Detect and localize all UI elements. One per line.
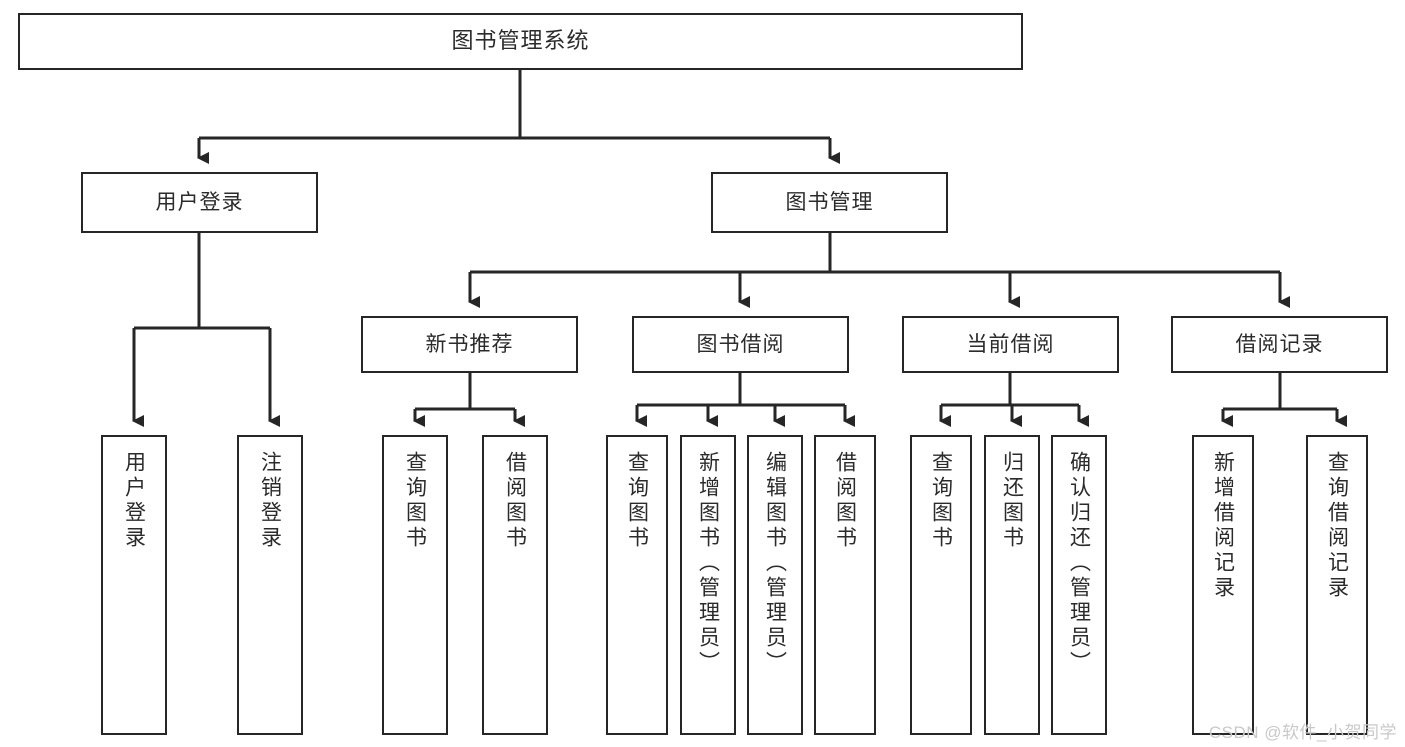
- node-borrow-record[interactable]: 借阅记录: [1171, 316, 1388, 373]
- node-leaf-query-record[interactable]: 查询借阅记录: [1306, 435, 1368, 735]
- node-current-borrow[interactable]: 当前借阅: [902, 316, 1119, 373]
- node-leaf-query-book-rec-label: 查询图书: [403, 451, 427, 551]
- node-leaf-borrow-book-label: 借阅图书: [833, 451, 857, 551]
- node-leaf-edit-book-label: 编辑图书（管理员）: [763, 451, 787, 676]
- node-leaf-confirm-return-label: 确认归还（管理员）: [1067, 451, 1091, 676]
- node-current-borrow-label: 当前借阅: [966, 332, 1055, 356]
- node-root[interactable]: 图书管理系统: [18, 13, 1023, 70]
- node-leaf-user-logout-label: 注销登录: [258, 451, 282, 551]
- node-book-manage[interactable]: 图书管理: [711, 172, 948, 233]
- node-leaf-add-record[interactable]: 新增借阅记录: [1192, 435, 1254, 735]
- node-leaf-confirm-return[interactable]: 确认归还（管理员）: [1051, 435, 1107, 735]
- node-leaf-add-record-label: 新增借阅记录: [1211, 451, 1235, 601]
- node-leaf-borrow-book-rec-label: 借阅图书: [503, 451, 527, 551]
- watermark: CSDN @软件_小贺同学: [1208, 723, 1397, 742]
- node-new-book-recommend[interactable]: 新书推荐: [361, 316, 578, 373]
- node-leaf-query-book-cur-label: 查询图书: [929, 451, 953, 551]
- node-leaf-add-book[interactable]: 新增图书（管理员）: [680, 435, 736, 735]
- node-leaf-query-book-rec[interactable]: 查询图书: [382, 435, 448, 735]
- node-new-book-recommend-label: 新书推荐: [425, 332, 514, 356]
- node-leaf-edit-book[interactable]: 编辑图书（管理员）: [747, 435, 803, 735]
- node-leaf-borrow-book[interactable]: 借阅图书: [814, 435, 876, 735]
- node-leaf-borrow-book-rec[interactable]: 借阅图书: [482, 435, 548, 735]
- node-book-manage-label: 图书管理: [785, 190, 874, 214]
- node-book-borrow-label: 图书借阅: [696, 332, 785, 356]
- node-leaf-query-book-cur[interactable]: 查询图书: [910, 435, 972, 735]
- node-leaf-user-login-label: 用户登录: [122, 451, 146, 551]
- node-user-login-label: 用户登录: [155, 190, 244, 214]
- node-leaf-add-book-label: 新增图书（管理员）: [696, 451, 720, 676]
- node-leaf-return-book[interactable]: 归还图书: [984, 435, 1040, 735]
- node-leaf-user-logout[interactable]: 注销登录: [237, 435, 303, 735]
- node-leaf-query-book-borrow-label: 查询图书: [625, 451, 649, 551]
- node-user-login[interactable]: 用户登录: [81, 172, 318, 233]
- node-leaf-return-book-label: 归还图书: [1000, 451, 1024, 551]
- node-book-borrow[interactable]: 图书借阅: [632, 316, 849, 373]
- node-root-label: 图书管理系统: [451, 28, 590, 54]
- node-borrow-record-label: 借阅记录: [1235, 332, 1324, 356]
- node-leaf-query-book-borrow[interactable]: 查询图书: [606, 435, 668, 735]
- node-leaf-query-record-label: 查询借阅记录: [1325, 451, 1349, 601]
- node-leaf-user-login[interactable]: 用户登录: [101, 435, 167, 735]
